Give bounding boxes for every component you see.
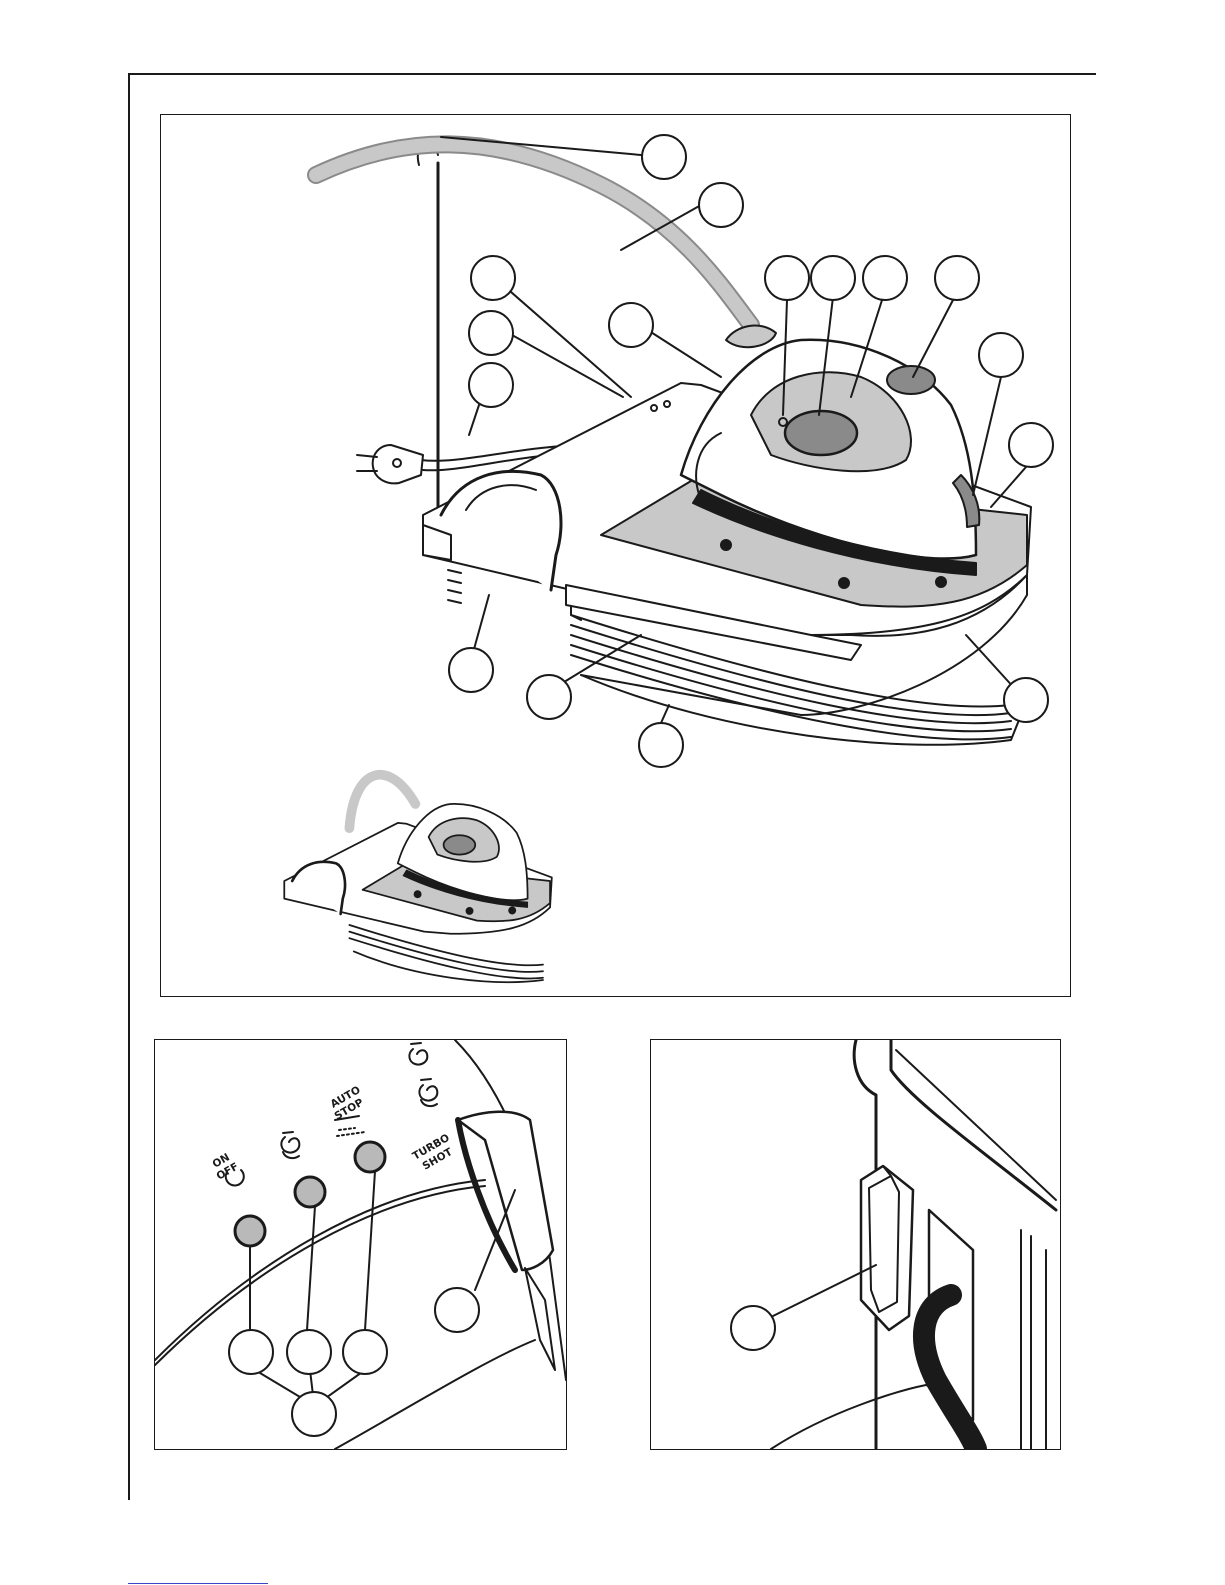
figure-panel-main (160, 114, 1071, 997)
left-margin-rule (128, 73, 130, 1500)
steam-button (295, 1177, 325, 1207)
switch-illustration (651, 1040, 1060, 1449)
turbo-shot-button (458, 1112, 553, 1270)
figure-panel-switch (650, 1039, 1061, 1450)
steam-icon (281, 1132, 299, 1158)
on-off-button (235, 1216, 265, 1246)
steam-button (785, 411, 857, 455)
temperature-dial (887, 366, 935, 394)
main-illustration (161, 115, 1070, 996)
steam-hose (316, 144, 751, 325)
top-rule (128, 73, 1096, 75)
figure-panel-controls: ON OFF AUTO STOP TURBO SHOT (154, 1039, 567, 1450)
footer-link-rule (128, 1583, 268, 1584)
plug-icon (357, 445, 423, 483)
steam-boost-icon (409, 1043, 437, 1106)
inset-illustration (284, 775, 552, 982)
controls-illustration: ON OFF AUTO STOP TURBO SHOT (155, 1040, 566, 1449)
auto-stop-button (355, 1142, 385, 1172)
